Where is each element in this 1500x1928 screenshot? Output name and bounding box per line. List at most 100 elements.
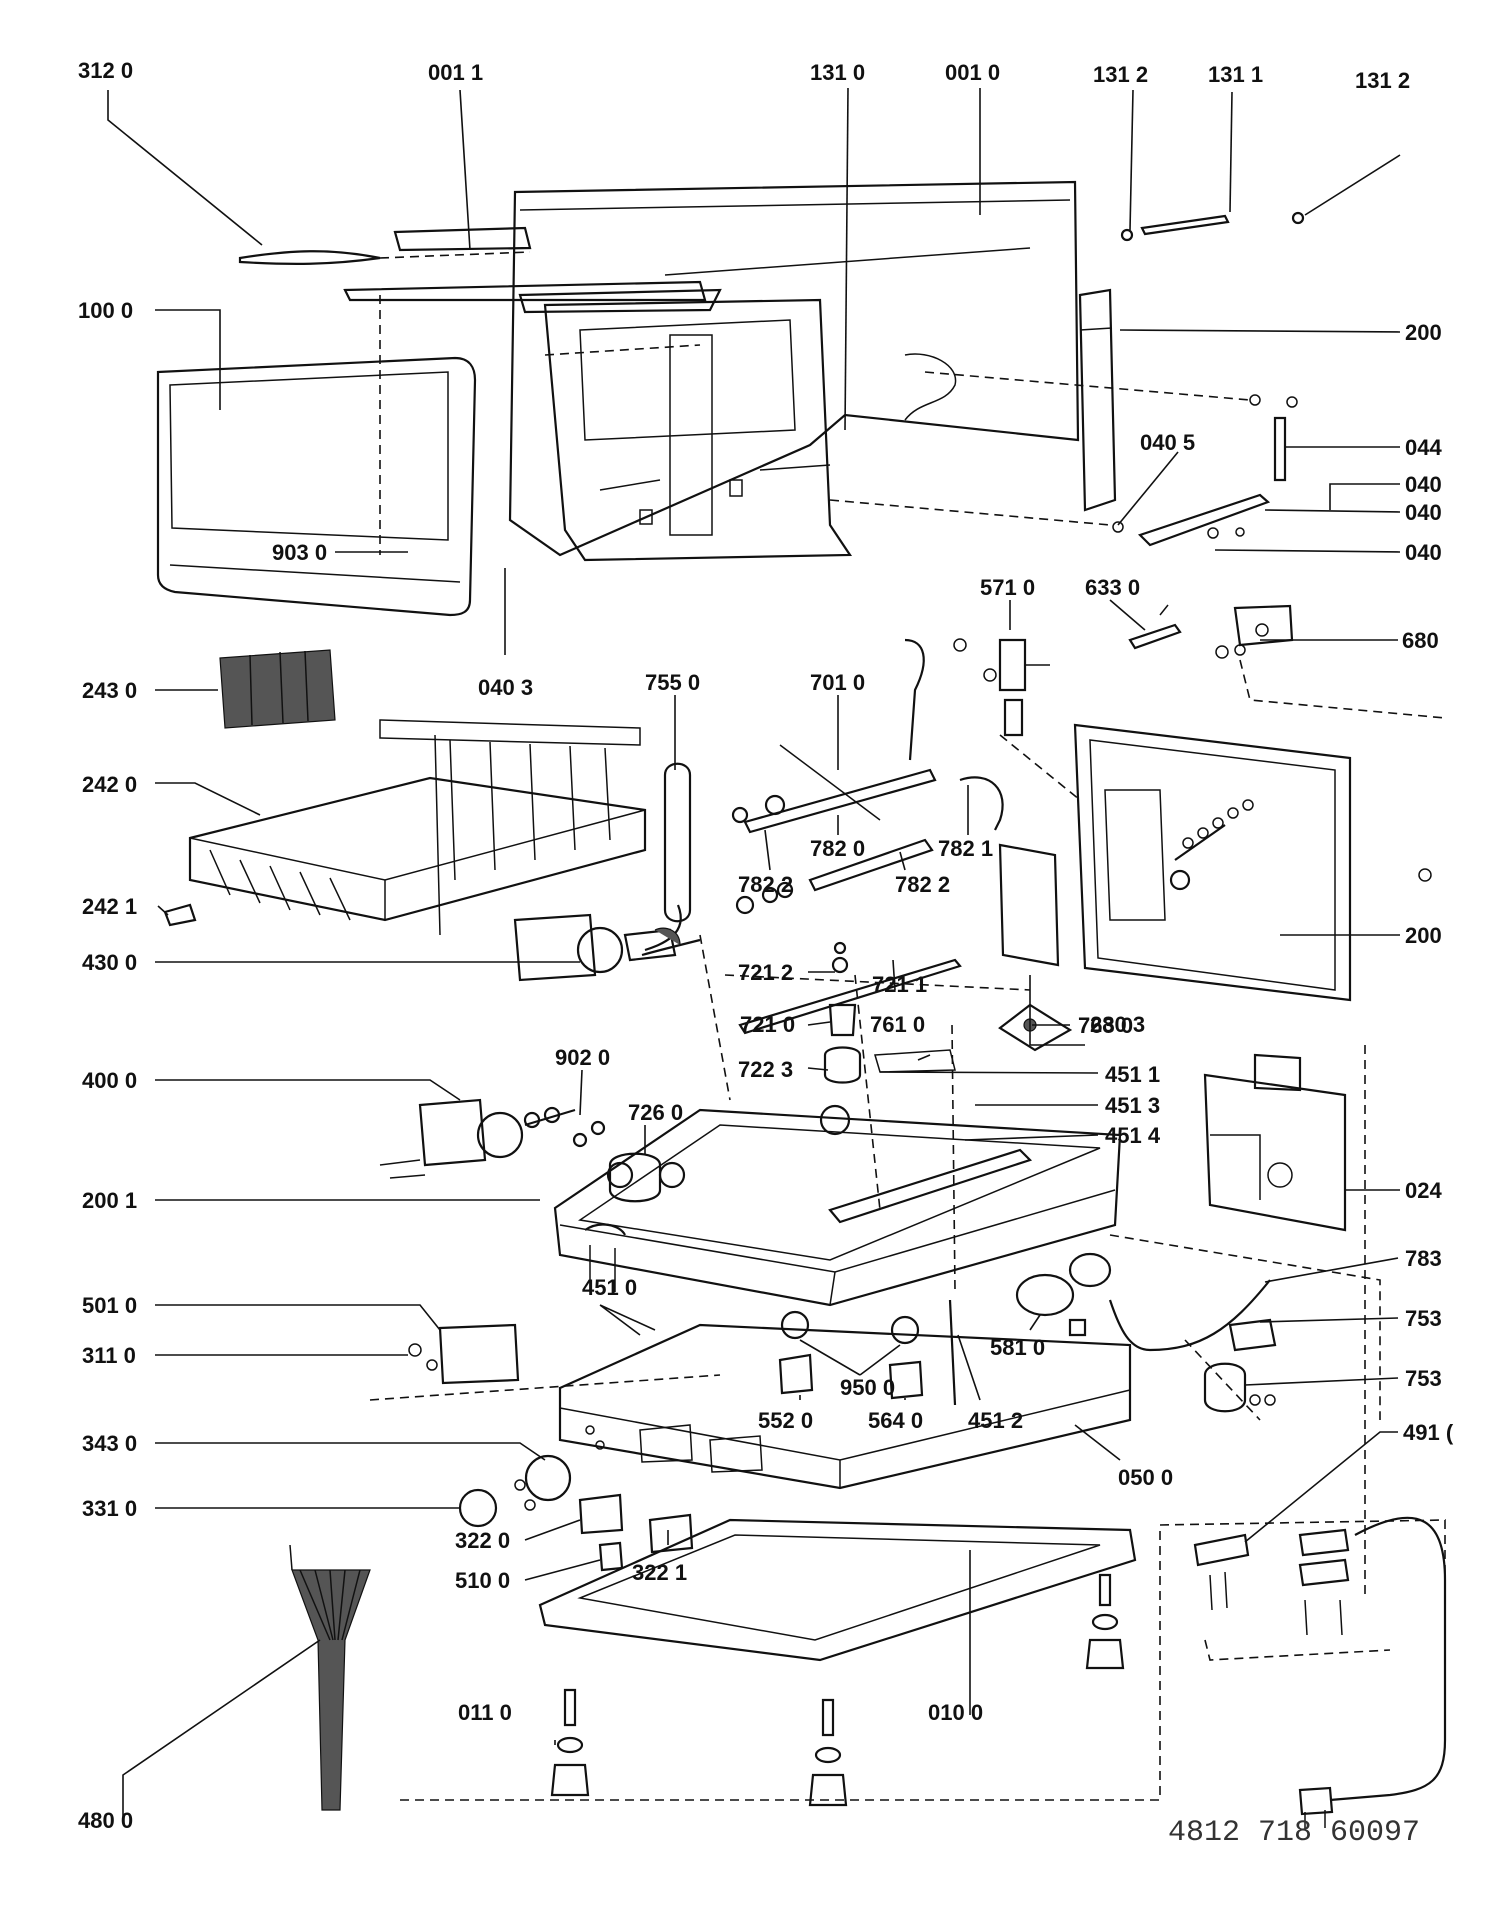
drain-hose-part: [1149, 1279, 1277, 1413]
label-010-0: 010 0: [928, 1700, 983, 1725]
label-510-0: 510 0: [455, 1568, 510, 1593]
label-680: 680: [1402, 628, 1439, 653]
bracket-680-part: [1215, 604, 1446, 719]
label-722-3: 722 3: [738, 1057, 793, 1082]
cutlery-basket-part: [219, 649, 336, 729]
catalog-number: 4812 718 60097: [1168, 1816, 1420, 1850]
label-200-a: 200: [1405, 320, 1442, 345]
label-755-0: 755 0: [645, 670, 700, 695]
label-783: 783: [1405, 1246, 1442, 1271]
label-480-0: 480 0: [78, 1808, 133, 1833]
side-panel-upper: [1078, 288, 1117, 512]
sensors-part: [778, 1299, 957, 1406]
label-040-c: 040: [1405, 540, 1442, 565]
top-cover-part: [508, 180, 1080, 557]
label-501-0: 501 0: [82, 1293, 137, 1318]
top-rails: [238, 226, 1031, 314]
power-cord-part: [1193, 1516, 1447, 1830]
label-200-1: 200 1: [82, 1188, 137, 1213]
label-100-0: 100 0: [78, 298, 133, 323]
timer-part: [369, 1323, 721, 1401]
wiring-harness-part: [289, 1544, 371, 1811]
label-451-1: 451 1: [1105, 1062, 1160, 1087]
tub-base-part: [553, 1104, 1122, 1307]
door-frame-part: [1073, 723, 1432, 1002]
label-491: 491 (: [1403, 1420, 1454, 1445]
motor-part: [379, 1098, 606, 1179]
label-040-5: 040 5: [1140, 430, 1195, 455]
label-040-a: 040: [1405, 472, 1442, 497]
label-131-1: 131 1: [1208, 62, 1263, 87]
dish-rack-part: [163, 719, 647, 936]
plate-280-part: [998, 843, 1060, 967]
label-451-4: 451 4: [1105, 1123, 1161, 1148]
spray-arm-part: [738, 941, 962, 1084]
label-312-0: 312 0: [78, 58, 133, 83]
rod-part: [1120, 211, 1305, 242]
label-280-3: 280 3: [1090, 1012, 1145, 1037]
drain-pump-part: [1015, 1252, 1151, 1352]
label-782-2-b: 782 2: [895, 872, 950, 897]
label-040-3: 040 3: [478, 675, 533, 700]
label-322-1: 322 1: [632, 1560, 687, 1585]
label-701-0: 701 0: [810, 670, 865, 695]
label-243-0: 243 0: [82, 678, 137, 703]
label-763-0: 763 0: [1078, 1013, 1133, 1038]
leader-lines: [107, 87, 1401, 1818]
control-board-part: [1203, 1053, 1347, 1232]
label-131-0: 131 0: [810, 60, 865, 85]
label-451-0: 451 0: [582, 1275, 637, 1300]
hinge-part: [1128, 604, 1182, 650]
label-242-0: 242 0: [82, 772, 137, 797]
assembly-lines: [379, 295, 1446, 1801]
label-782-2-a: 782 2: [738, 872, 793, 897]
label-343-0: 343 0: [82, 1431, 137, 1456]
label-726-0: 726 0: [628, 1100, 683, 1125]
base-plinth-part: [558, 1323, 1132, 1490]
base-frame-part: [538, 1518, 1137, 1662]
label-571-0: 571 0: [980, 575, 1035, 600]
label-001-0: 001 0: [945, 60, 1000, 85]
label-322-0: 322 0: [455, 1528, 510, 1553]
label-753-a: 753: [1405, 1306, 1442, 1331]
label-331-0: 331 0: [82, 1496, 137, 1521]
spray-tube-part: [644, 762, 692, 952]
feet-part: [550, 1573, 1125, 1807]
control-knob-part: [458, 1454, 694, 1572]
label-902-0: 902 0: [555, 1045, 610, 1070]
label-001-1: 001 1: [428, 60, 483, 85]
label-311-0: 311 0: [82, 1343, 136, 1368]
label-451-2: 451 2: [968, 1408, 1023, 1433]
door-panel-part: [156, 356, 477, 617]
label-131-2-a: 131 2: [1093, 62, 1148, 87]
label-242-1: 242 1: [82, 894, 137, 919]
label-753-b: 753: [1405, 1366, 1442, 1391]
label-721-2: 721 2: [738, 960, 793, 985]
label-761-0: 761 0: [870, 1012, 925, 1037]
label-050-0: 050 0: [1118, 1465, 1173, 1490]
label-950-0: 950 0: [840, 1375, 895, 1400]
label-903-0: 903 0: [272, 540, 327, 565]
parts-drawing: [156, 180, 1447, 1830]
label-200-b: 200: [1405, 923, 1442, 948]
label-633-0: 633 0: [1085, 575, 1140, 600]
label-400-0: 400 0: [82, 1068, 137, 1093]
label-024: 024: [1405, 1178, 1442, 1203]
valve-part: [953, 638, 1050, 737]
label-721-0: 721 0: [740, 1012, 795, 1037]
label-451-3: 451 3: [1105, 1093, 1160, 1118]
label-040-b: 040: [1405, 500, 1442, 525]
label-782-0: 782 0: [810, 836, 865, 861]
label-131-2-b: 131 2: [1355, 68, 1410, 93]
label-430-0: 430 0: [82, 950, 137, 975]
label-011-0: 011 0: [458, 1700, 512, 1725]
label-564-0: 564 0: [868, 1408, 923, 1433]
part-labels: 312 0 001 1 131 0 001 0 131 2 131 1 131 …: [78, 58, 1454, 1850]
pump-part: [513, 913, 681, 982]
rear-brackets: [829, 371, 1298, 547]
hoses-part: [641, 638, 1004, 957]
label-581-0: 581 0: [990, 1335, 1045, 1360]
inner-tank-part: [543, 298, 853, 562]
label-782-1: 782 1: [938, 836, 993, 861]
